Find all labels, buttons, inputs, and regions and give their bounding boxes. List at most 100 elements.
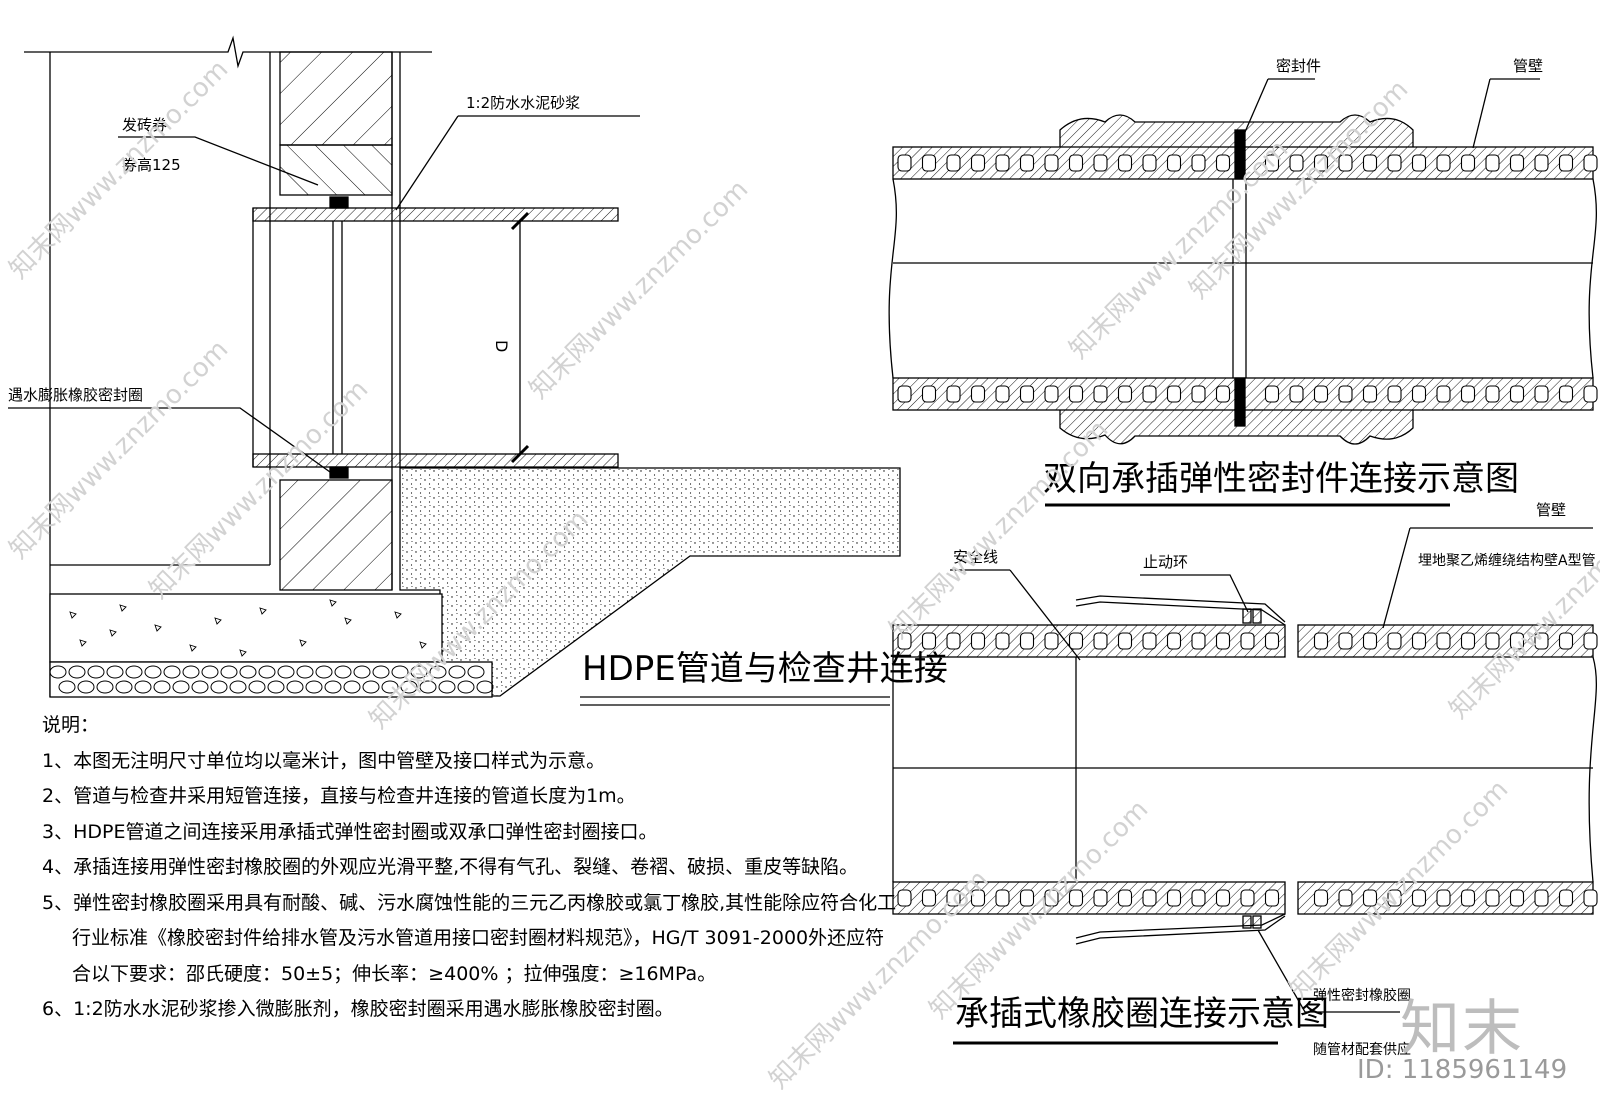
corrugation-hole bbox=[1044, 889, 1059, 907]
corrugation-hole bbox=[970, 889, 986, 907]
corrugation-hole bbox=[1166, 632, 1182, 650]
corrugation-hole bbox=[1509, 632, 1525, 650]
leader-stop-ring bbox=[1140, 574, 1249, 613]
gravel-stone bbox=[77, 680, 95, 694]
corrugation-hole bbox=[1387, 154, 1402, 172]
corrugation-hole bbox=[1338, 154, 1353, 172]
corrugation-hole bbox=[1166, 154, 1182, 172]
corrugation-hole bbox=[1558, 385, 1574, 403]
corrugation-hole bbox=[1460, 154, 1476, 172]
label-safety-line: 安全线 bbox=[953, 548, 998, 566]
corrugation-hole bbox=[1509, 385, 1525, 403]
corrugation-hole bbox=[1485, 889, 1500, 907]
label-rubber-ring: 弹性密封橡胶圈 bbox=[1313, 987, 1411, 1004]
corrugation-hole bbox=[1264, 385, 1280, 403]
gravel-stone bbox=[429, 665, 447, 679]
figure-manhole-connection bbox=[8, 35, 901, 698]
corrugation-hole bbox=[1313, 889, 1329, 907]
gravel-stone bbox=[267, 680, 285, 694]
gravel-stone bbox=[134, 680, 152, 694]
watermark-text: 知末网www.znzmo.com bbox=[1444, 494, 1600, 725]
corrugation-hole bbox=[1068, 889, 1084, 907]
gravel-stone bbox=[438, 680, 456, 694]
seal-ring-top bbox=[329, 196, 349, 209]
gravel-stone bbox=[58, 680, 76, 694]
gravel-stone bbox=[353, 665, 371, 679]
corrugation-hole bbox=[1411, 154, 1427, 172]
gravel-stone bbox=[476, 680, 494, 694]
aggregate-mark bbox=[344, 617, 352, 625]
corrugation-hole bbox=[1240, 632, 1255, 650]
corrugation-hole bbox=[1436, 385, 1451, 403]
corrugation-hole bbox=[1289, 385, 1304, 403]
title-double-socket: 双向承插弹性密封件连接示意图 bbox=[1043, 459, 1519, 499]
pipe3-corrugations bbox=[897, 632, 1598, 907]
corrugation-hole bbox=[1019, 632, 1035, 650]
gravel-stone bbox=[115, 680, 133, 694]
gravel-stone bbox=[362, 680, 380, 694]
aggregate-mark bbox=[79, 639, 87, 647]
corrugation-hole bbox=[1313, 154, 1329, 172]
brick-wall-upper bbox=[279, 51, 393, 146]
corrugation-hole bbox=[946, 154, 961, 172]
corrugation-hole bbox=[1019, 889, 1035, 907]
corrugation-hole bbox=[1264, 889, 1280, 907]
corrugation-hole bbox=[1044, 385, 1059, 403]
corrugation-hole bbox=[1313, 385, 1329, 403]
corrugation-hole bbox=[1534, 154, 1549, 172]
gravel-stone bbox=[277, 665, 295, 679]
corrugation-hole bbox=[1093, 385, 1108, 403]
corrugation-hole bbox=[1019, 385, 1035, 403]
corrugation-hole bbox=[1387, 889, 1402, 907]
corrugation-hole bbox=[1338, 889, 1353, 907]
gravel-stone bbox=[220, 665, 238, 679]
gravel-stone bbox=[457, 680, 475, 694]
corrugation-hole bbox=[1460, 889, 1476, 907]
label-pipe-type: 埋地聚乙烯缠绕结构壁A型管 bbox=[1418, 552, 1596, 569]
corrugation-hole bbox=[1460, 385, 1476, 403]
gravel-stone bbox=[296, 665, 314, 679]
corrugation-hole bbox=[1583, 632, 1598, 650]
notes-heading: 说明： bbox=[42, 714, 100, 736]
gravel-stone bbox=[410, 665, 428, 679]
note-item: 2、管道与检查井采用短管连接，直接与检查井连接的管道长度为1m。 bbox=[42, 785, 636, 807]
corrugation-hole bbox=[1068, 385, 1084, 403]
corrugation-hole bbox=[1387, 385, 1402, 403]
bell-bottom bbox=[1075, 915, 1286, 945]
corrugation-hole bbox=[1264, 632, 1280, 650]
leader-brick-arch bbox=[118, 136, 319, 186]
label-arch-height: 券高125 bbox=[122, 156, 181, 174]
corrugation-hole bbox=[1142, 154, 1157, 172]
corrugation-hole bbox=[1313, 632, 1329, 650]
label-pipe-wall-2: 管壁 bbox=[1513, 57, 1543, 75]
corrugation-hole bbox=[995, 889, 1010, 907]
corrugation-hole bbox=[1191, 154, 1206, 172]
corrugation-hole bbox=[946, 889, 961, 907]
gravel-stone bbox=[239, 665, 257, 679]
corrugation-hole bbox=[1583, 154, 1598, 172]
corrugation-hole bbox=[1362, 889, 1378, 907]
corrugation-hole bbox=[1166, 385, 1182, 403]
corrugation-hole bbox=[1044, 154, 1059, 172]
gravel-stone bbox=[68, 665, 86, 679]
corrugation-hole bbox=[1460, 632, 1476, 650]
corrugation-hole bbox=[1264, 154, 1280, 172]
watermark-logo: 知末 bbox=[1400, 994, 1524, 1064]
label-stop-ring: 止动环 bbox=[1143, 553, 1188, 571]
label-mortar: 1:2防水水泥砂浆 bbox=[466, 94, 580, 112]
aggregate-marks bbox=[69, 599, 427, 657]
corrugation-hole bbox=[1215, 889, 1231, 907]
corrugation-hole bbox=[1093, 889, 1108, 907]
socket-bottom bbox=[1059, 410, 1414, 445]
gravel-stone bbox=[419, 680, 437, 694]
gravel-stone bbox=[324, 680, 342, 694]
aggregate-mark bbox=[109, 629, 117, 637]
corrugation-hole bbox=[1117, 154, 1133, 172]
corrugation-hole bbox=[1093, 632, 1108, 650]
corrugation-hole bbox=[897, 889, 912, 907]
gravel-stone bbox=[163, 665, 181, 679]
corrugation-hole bbox=[921, 889, 937, 907]
gravel-stone bbox=[125, 665, 143, 679]
corrugation-hole bbox=[995, 154, 1010, 172]
corrugation-hole bbox=[1142, 889, 1157, 907]
